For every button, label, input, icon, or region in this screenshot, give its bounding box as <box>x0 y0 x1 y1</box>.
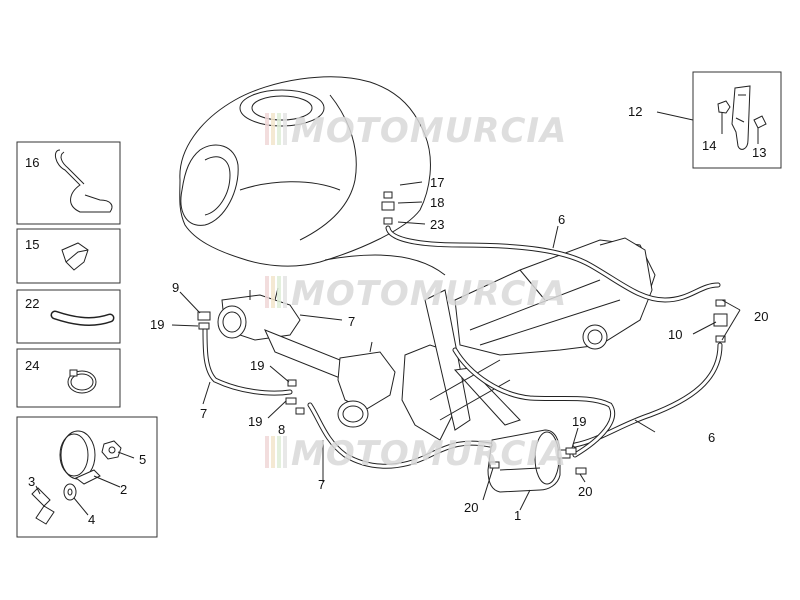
airbox-structure <box>401 237 656 441</box>
callout-10: 10 <box>668 327 682 342</box>
callout-19-canister: 19 <box>572 414 586 429</box>
inset-part-15 <box>16 228 121 284</box>
callout-2: 2 <box>120 482 127 497</box>
callout-7-bottom: 7 <box>318 477 325 492</box>
callout-24: 24 <box>25 358 39 373</box>
callout-1: 1 <box>514 508 521 523</box>
callout-6-top: 6 <box>558 212 565 227</box>
inset-part-24 <box>16 348 121 408</box>
watermark-text: MOTOMURCIA <box>291 434 567 474</box>
callout-23: 23 <box>430 217 444 232</box>
leader-lines <box>35 111 759 516</box>
callout-17: 17 <box>430 175 444 190</box>
callout-6-right: 6 <box>708 430 715 445</box>
watermark-text: MOTOMURCIA <box>291 111 567 151</box>
callout-18: 18 <box>430 195 444 210</box>
inset-part-16 <box>16 141 121 225</box>
callout-20-canister: 20 <box>578 484 592 499</box>
callout-16: 16 <box>25 155 39 170</box>
callout-19-middle: 19 <box>250 358 264 373</box>
callout-20-bottom: 20 <box>464 500 478 515</box>
callout-15: 15 <box>25 237 39 252</box>
callout-7-throttle: 7 <box>348 314 355 329</box>
inset-part-22 <box>16 289 121 344</box>
callout-22: 22 <box>25 296 39 311</box>
callout-4: 4 <box>88 512 95 527</box>
hoses <box>202 225 723 469</box>
callout-12: 12 <box>628 104 642 119</box>
callout-9: 9 <box>172 280 179 295</box>
callout-8: 8 <box>278 422 285 437</box>
inset-parts-12-14 <box>692 71 782 169</box>
callout-5: 5 <box>139 452 146 467</box>
callout-20-right: 20 <box>754 309 768 324</box>
fuel-tank <box>179 76 431 267</box>
watermark-text: MOTOMURCIA <box>291 274 567 314</box>
fittings <box>197 191 728 475</box>
callout-labels: 16 15 22 24 3 4 2 5 12 14 13 17 18 23 6 … <box>25 104 768 527</box>
callout-19-lower: 19 <box>248 414 262 429</box>
callout-13: 13 <box>752 145 766 160</box>
callout-19-left: 19 <box>150 317 164 332</box>
charcoal-canister <box>487 429 571 493</box>
callout-3: 3 <box>28 474 35 489</box>
callout-14: 14 <box>702 138 716 153</box>
watermark: MOTOMURCIA MOTOMURCIA MOTOMURCIA <box>265 111 567 474</box>
callout-7-left: 7 <box>200 406 207 421</box>
inset-parts-2-5 <box>16 416 158 538</box>
